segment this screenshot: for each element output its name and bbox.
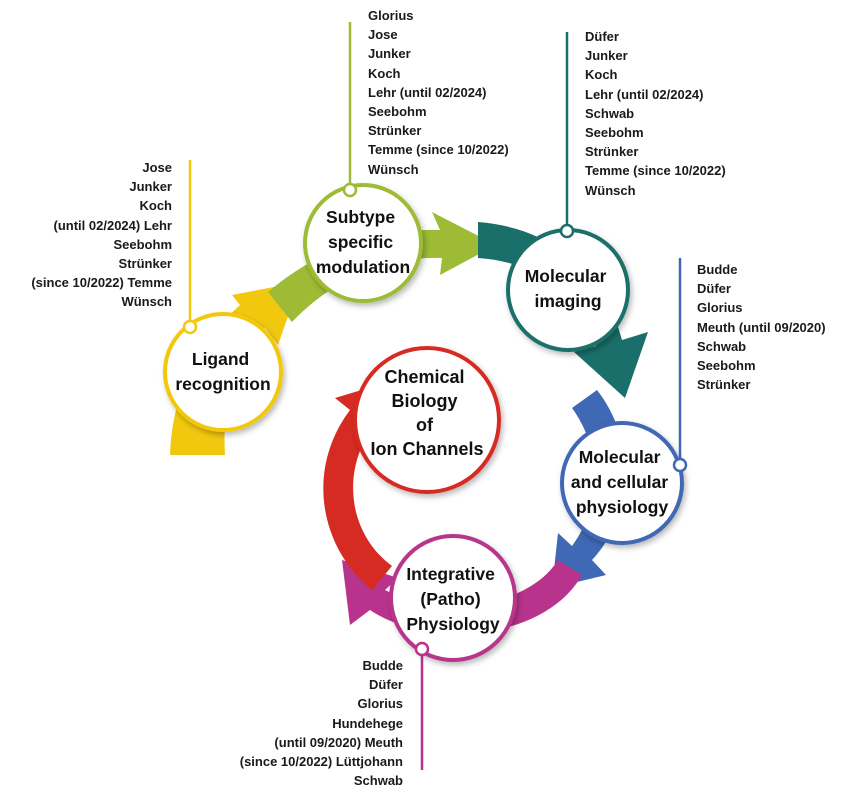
center-title-line: Chemical <box>384 367 464 387</box>
member-name: Schwab <box>585 105 635 121</box>
member-name: Junker <box>129 179 172 195</box>
member-name: Seebohm <box>368 104 427 120</box>
member-name: Budde <box>697 262 738 277</box>
stage-title-line: specific <box>328 232 393 252</box>
member-name: (since 10/2022) Temme <box>31 275 172 291</box>
stage-physiology-circle <box>560 421 684 545</box>
members-ligand: Jose Junker Koch (until 02/2024) Lehr Se… <box>31 158 172 312</box>
member-name: Junker <box>585 48 628 64</box>
connector-rings <box>182 182 688 657</box>
stage-ligand-title: Ligand recognition <box>175 349 270 394</box>
member-name: Schwab <box>353 773 403 789</box>
members-physiology: Budde Düfer Glorius Meuth (until 09/2020… <box>697 260 826 394</box>
stage-title-line: Molecular <box>579 447 661 467</box>
member-name: Koch <box>585 67 618 83</box>
stage-title-line: Ligand <box>192 349 249 369</box>
member-name: Strünker <box>697 377 751 393</box>
connector-integrative <box>414 641 430 657</box>
member-name: Seebohm <box>697 358 756 374</box>
connector-physiology <box>672 457 688 473</box>
center-node: Chemical Biology of Ion Channels <box>353 346 501 494</box>
connector-ligand <box>182 319 198 335</box>
member-name: Wünsch <box>368 161 419 177</box>
stage-title-line: and cellular <box>571 472 668 492</box>
center-circle <box>353 346 501 494</box>
member-name: Glorius <box>357 696 403 712</box>
stage-title-line: Molecular <box>525 266 607 286</box>
stage-imaging: Molecular imaging <box>506 228 630 352</box>
stage-integrative-title: Integrative (Patho) Physiology <box>406 564 500 634</box>
stage-title-line: Integrative <box>406 564 495 584</box>
connector-subtype <box>342 182 358 198</box>
member-name: Strünker <box>585 144 639 160</box>
stage-integrative: Integrative (Patho) Physiology <box>389 534 517 662</box>
members-subtype: Glorius Jose Junker Koch Lehr (until 02/… <box>368 6 509 179</box>
member-name: Budde <box>362 658 403 673</box>
member-name: Wünsch <box>121 294 172 310</box>
stage-title-line: (Patho) <box>420 589 480 609</box>
center-title-line: Ion Channels <box>370 439 483 459</box>
stage-title-line: imaging <box>534 291 601 311</box>
member-name: (until 02/2024) Lehr <box>53 217 172 233</box>
stage-subtype-circle <box>303 183 423 303</box>
members-imaging: Düfer Junker Koch Lehr (until 02/2024) S… <box>585 27 726 200</box>
member-name: Koch <box>368 65 401 81</box>
stage-physiology-title: Molecular and cellular physiology <box>571 447 673 517</box>
member-name: Glorius <box>368 8 414 23</box>
member-name: Jose <box>142 160 172 175</box>
member-name: Düfer <box>369 677 403 693</box>
member-name: Wünsch <box>585 182 636 198</box>
member-name: Schwab <box>697 338 747 354</box>
member-name: Strünker <box>368 123 422 139</box>
member-name: (until 09/2020) Meuth <box>274 734 403 750</box>
stage-physiology: Molecular and cellular physiology <box>560 421 684 545</box>
stage-ligand-circle <box>163 312 283 432</box>
member-name: Temme (since 10/2022) <box>585 163 726 179</box>
stage-title-line: recognition <box>175 374 270 394</box>
member-name: (since 10/2022) Lüttjohann <box>239 754 403 770</box>
stage-ligand: Ligand recognition <box>163 312 283 432</box>
member-name: Temme (since 10/2022) <box>368 142 509 158</box>
stage-imaging-circle <box>506 228 630 352</box>
stage-title-line: modulation <box>316 257 410 277</box>
leader-lines <box>188 22 682 770</box>
stage-imaging-title: Molecular imaging <box>525 266 612 311</box>
member-name: Seebohm <box>585 125 644 141</box>
stage-title-line: physiology <box>576 497 669 517</box>
members-integrative: Budde Düfer Glorius Hundehege (until 09/… <box>240 656 403 790</box>
member-name: Jose <box>368 27 398 43</box>
member-name: Glorius <box>697 300 743 316</box>
member-name: Düfer <box>585 29 619 44</box>
member-name: Lehr (until 02/2024) <box>585 86 704 102</box>
stage-subtype: Subtype specific modulation <box>303 183 423 303</box>
member-name: Junker <box>368 46 411 62</box>
member-name: Meuth (until 09/2020) <box>697 319 826 335</box>
stage-subtype-title: Subtype specific modulation <box>316 207 410 277</box>
stage-title-line: Subtype <box>326 207 395 227</box>
member-name: Koch <box>139 198 173 214</box>
center-title-line: of <box>416 415 434 435</box>
member-name: Düfer <box>697 281 731 297</box>
center-title: Chemical Biology of Ion Channels <box>370 367 483 459</box>
member-name: Strünker <box>118 256 172 272</box>
center-title-line: Biology <box>391 391 457 411</box>
connector-imaging <box>559 223 575 239</box>
member-name: Seebohm <box>113 236 172 252</box>
arrow-green <box>268 212 496 322</box>
stage-title-line: Physiology <box>406 614 500 634</box>
member-name: Hundehege <box>332 715 403 731</box>
stage-integrative-circle <box>389 534 517 662</box>
member-name: Lehr (until 02/2024) <box>368 84 487 100</box>
